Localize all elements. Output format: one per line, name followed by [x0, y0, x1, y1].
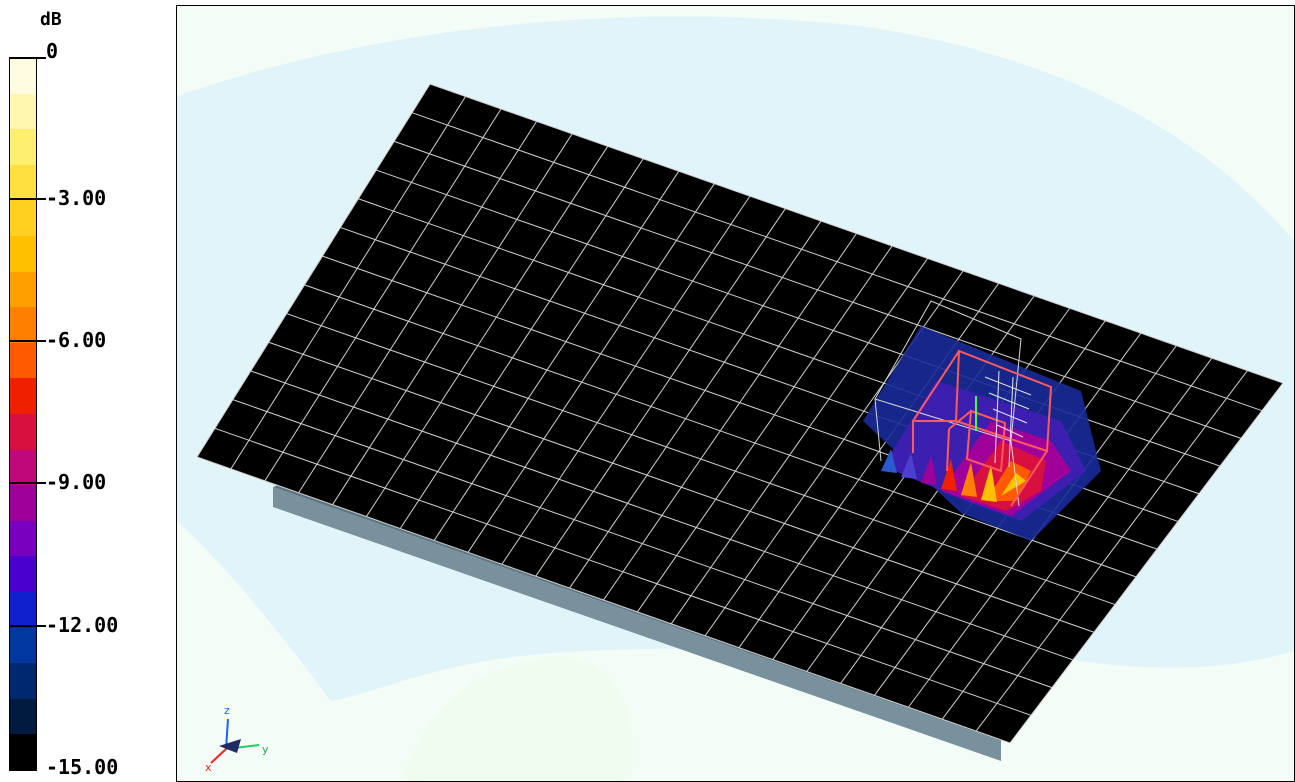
ground-plane[interactable] [197, 84, 1283, 743]
colorbar-swatch [10, 58, 36, 94]
legend-label-9: -9.00 [46, 470, 107, 494]
antenna-wireframe [874, 300, 1053, 507]
axis-label-x: x [205, 761, 212, 774]
grid-line [636, 245, 893, 613]
grid-line [941, 357, 1213, 720]
grid-line [230, 96, 466, 470]
grid-line [535, 208, 786, 577]
legend-tick-3 [10, 482, 46, 484]
grid-line [196, 456, 1011, 744]
field-heatmap [863, 326, 1101, 541]
colorbar-swatch [10, 556, 36, 592]
colorbar-swatch [10, 627, 36, 664]
grid-line [298, 121, 538, 494]
legend-unit-label: dB [40, 9, 62, 30]
colorbar-swatch [10, 520, 36, 557]
3d-viewport[interactable]: z y x [176, 5, 1295, 782]
colorbar-swatch [10, 485, 36, 521]
colorbar-swatch [10, 271, 36, 308]
grid-line [429, 83, 1284, 384]
legend-tick-2 [10, 340, 46, 342]
colorbar-swatch [10, 663, 36, 699]
colorbar-swatch [10, 200, 36, 236]
legend-label-12: -12.00 [46, 613, 119, 637]
legend-label-15: -15.00 [46, 755, 119, 779]
axis-triad: z y x [205, 704, 269, 774]
grid-line [1009, 382, 1284, 744]
grid-line [365, 146, 609, 517]
grid-line [975, 370, 1248, 732]
grid-line [232, 399, 1053, 689]
colorbar-swatch [10, 307, 36, 343]
legend-label-3: -3.00 [46, 186, 107, 210]
grid-line [603, 233, 857, 601]
legend-tick-4 [10, 625, 46, 627]
grid-line [569, 220, 822, 589]
grid-line [433, 170, 680, 541]
grid-line [411, 112, 1263, 412]
colorbar-swatch [10, 93, 36, 130]
colorbar-legend: dB 0 -3.00 -6.00 -9.00 -12.00 -15.00 [0, 0, 175, 782]
axis-label-y: y [262, 743, 269, 756]
colorbar-swatch [10, 591, 36, 628]
colorbar-swatch [10, 734, 36, 770]
axis-label-z: z [224, 704, 230, 717]
grid-line [268, 341, 1095, 633]
colorbar-swatch [10, 164, 36, 201]
background-blob [401, 656, 633, 781]
colorbar-swatch [10, 342, 36, 379]
grid-line [467, 183, 715, 553]
grid-line [214, 427, 1032, 716]
grid-line [399, 158, 644, 529]
colorbar-swatch [10, 129, 36, 165]
grid-line [196, 83, 431, 458]
grid-line [304, 284, 1137, 578]
legend-label-0: 0 [46, 39, 59, 63]
colorbar-swatch [10, 449, 36, 486]
grid-line [264, 108, 502, 482]
grid-line [250, 370, 1074, 661]
grid-line [393, 140, 1242, 439]
legend-tick-1 [10, 198, 46, 200]
colorbar-swatch [10, 378, 36, 414]
ground-slab [273, 487, 1001, 761]
colorbar-scale [9, 57, 37, 771]
grid-line [286, 313, 1116, 606]
grid-line [501, 195, 751, 565]
colorbar-swatch [10, 413, 36, 450]
grid-line [332, 133, 573, 505]
3d-scene[interactable]: z y x [177, 6, 1294, 781]
colorbar-swatch [10, 698, 36, 735]
colorbar-swatch [10, 235, 36, 272]
legend-tick-0 [10, 57, 46, 59]
legend-label-6: -6.00 [46, 328, 107, 352]
grid-line [670, 258, 928, 625]
